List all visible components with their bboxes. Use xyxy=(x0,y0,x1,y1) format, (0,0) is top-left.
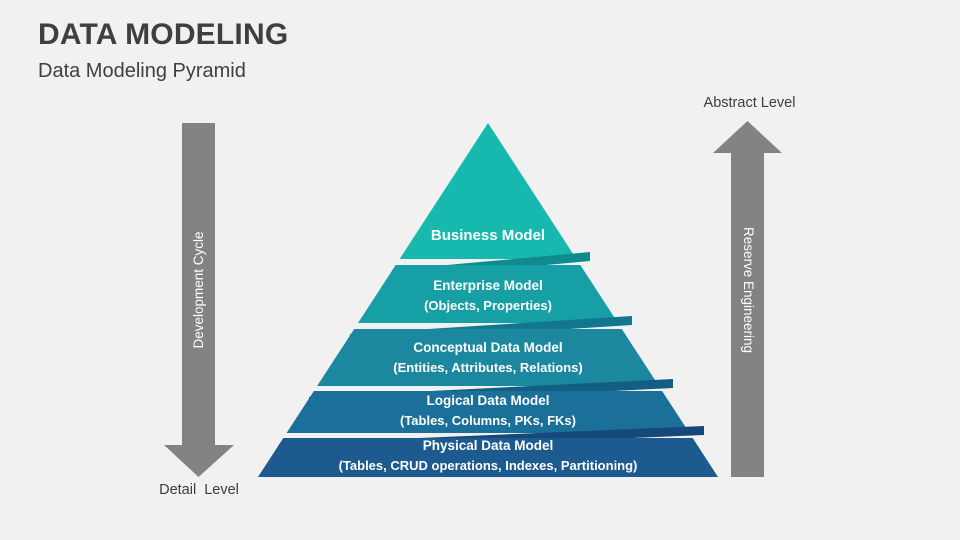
level-detail: (Tables, Columns, PKs, FKs) xyxy=(399,413,576,428)
level-detail: (Tables, CRUD operations, Indexes, Parti… xyxy=(338,458,638,473)
level-name: Conceptual Data Model xyxy=(413,340,563,355)
detail-level-caption: Detail Level xyxy=(159,482,239,498)
reverse-engineering-label: Reserve Engineering xyxy=(740,226,756,354)
level-label-physical: Physical Data Model (Tables, CRUD operat… xyxy=(258,436,718,476)
level-label-conceptual: Conceptual Data Model (Entities, Attribu… xyxy=(313,338,663,378)
level-label-logical: Logical Data Model (Tables, Columns, PKs… xyxy=(288,391,688,431)
pyramid-level-conceptual xyxy=(317,329,659,386)
level-label-enterprise: Enterprise Model (Objects, Properties) xyxy=(338,276,638,316)
abstract-level-caption: Abstract Level xyxy=(703,95,796,111)
development-cycle-label: Development Cycle xyxy=(190,231,206,349)
level-detail: (Objects, Properties) xyxy=(424,298,552,313)
level-detail: (Entities, Attributes, Relations) xyxy=(393,360,583,375)
development-cycle-arrow xyxy=(164,123,234,477)
slide-subtitle: Data Modeling Pyramid xyxy=(38,60,246,82)
level-name: Logical Data Model xyxy=(426,393,550,408)
pyramid-level-enterprise xyxy=(358,265,618,323)
level-name: Enterprise Model xyxy=(433,278,543,293)
level-name: Physical Data Model xyxy=(422,438,554,453)
pyramid-level-business xyxy=(399,123,577,259)
pyramid-level-logical xyxy=(286,391,690,433)
pyramid-level-physical xyxy=(258,438,718,477)
level-label-business: Business Model xyxy=(388,226,588,246)
slide-title: DATA MODELING xyxy=(38,18,289,51)
level-name: Business Model xyxy=(430,227,546,244)
reverse-engineering-arrow xyxy=(713,121,782,477)
